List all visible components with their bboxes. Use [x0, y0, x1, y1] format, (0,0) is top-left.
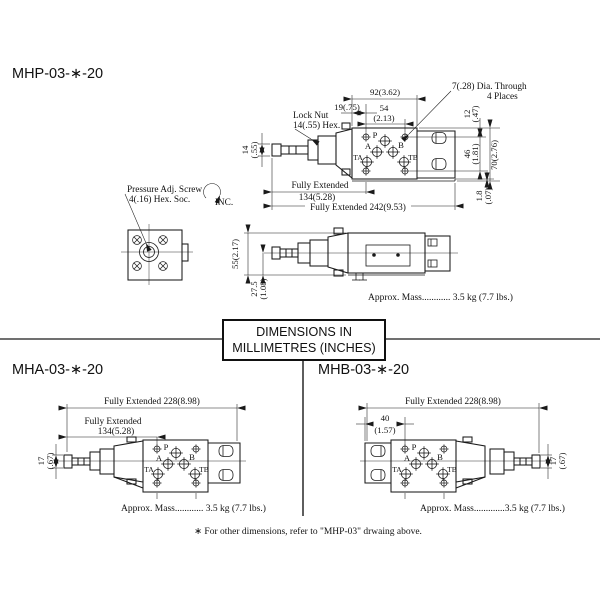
socket-bolt-icon — [158, 261, 168, 271]
socket-bolt-icon — [158, 235, 168, 245]
mhb-dimension-lines — [356, 403, 552, 499]
label-pressure-hex: 4(.16) Hex. Soc. — [129, 194, 190, 205]
label-inc: INC. — [215, 198, 233, 208]
dim-12-in: (.47) — [470, 106, 480, 123]
dim-46-in: (1.81) — [470, 143, 480, 164]
dim-46-mm: 46 — [462, 149, 472, 158]
dim-134: 134(5.28) — [98, 426, 134, 437]
increase-arrow-icon — [203, 183, 221, 204]
port-a-icon — [160, 456, 176, 472]
units-box-line2: MILLIMETRES (INCHES) — [232, 341, 376, 355]
dim-1-8-in: (.07) — [483, 188, 493, 205]
mha-valve-body — [63, 436, 241, 493]
port-label-b: B — [189, 452, 195, 462]
dim-14-mm: 14 — [240, 145, 250, 154]
port-label-p: P — [373, 130, 378, 140]
dim-fully-extended-242: Fully Extended 242(9.53) — [310, 202, 406, 213]
bracket-slot-icon — [370, 469, 386, 481]
mhp-side-view: 55(2.17) 27.5 (1.08) — [230, 224, 458, 300]
dim-17-mm: 17 — [548, 456, 558, 465]
socket-bolt-icon — [132, 235, 142, 245]
mhp-adjust-screw — [271, 122, 353, 180]
mha-mass-note: Approx. Mass............ 3.5 kg (7.7 lbs… — [121, 504, 266, 514]
mount-hole-icon — [399, 165, 411, 177]
port-label-b: B — [398, 140, 404, 150]
label-dia-through: 7(.28) Dia. Through — [452, 81, 527, 92]
dim-92: 92(3.62) — [370, 87, 400, 97]
dim-17-in: (.67) — [557, 453, 567, 470]
mount-hole-icon — [151, 477, 163, 489]
dim-70: 70(2.76) — [489, 140, 499, 170]
mha-view: P A B TA TB Fully Extended 228(8.98) Ful… — [36, 396, 246, 499]
dim-fully-extended-228: Fully Extended 228(8.98) — [104, 396, 200, 407]
port-p-icon — [416, 445, 432, 461]
dim-fully-extended: Fully Extended — [84, 417, 141, 427]
mhp-section-title: MHP-03-∗-20 — [12, 66, 104, 82]
adjust-screw-boss — [139, 242, 159, 262]
dim-27-5-in: (1.08) — [258, 278, 268, 299]
label-lock-nut-hex: 14(.55) Hex. — [293, 120, 340, 131]
mount-hole-icon — [190, 477, 202, 489]
dim-55: 55(2.17) — [230, 239, 240, 269]
port-label-p: P — [412, 442, 417, 452]
label-dia-places: 4 Places — [487, 92, 518, 102]
port-label-ta: TA — [144, 465, 154, 474]
mha-dimension-lines — [52, 404, 246, 499]
port-a-icon — [408, 456, 424, 472]
port-label-a: A — [156, 453, 163, 463]
dim-1-8-mm: 1.8 — [474, 190, 484, 202]
mount-hole-icon — [399, 477, 411, 489]
mhb-valve-body — [364, 436, 541, 493]
mhp-side-dimension-lines — [244, 224, 346, 284]
dim-19: 19(.75) — [334, 102, 360, 112]
dim-14-in: (.55) — [249, 142, 259, 159]
mhp-end-view: Pressure Adj. Screw 4(.16) Hex. Soc. INC… — [121, 183, 233, 285]
port-label-a: A — [365, 141, 372, 151]
port-a-icon — [369, 144, 385, 160]
mhb-view: P A B TA TB Fully Extended 228(8.98) 40 … — [356, 396, 567, 499]
dim-17-mm: 17 — [36, 456, 46, 465]
units-box: DIMENSIONS IN MILLIMETRES (INCHES) — [222, 319, 386, 361]
bracket-slot-icon — [370, 445, 386, 457]
dim-12-mm: 12 — [462, 110, 472, 119]
dim-134: 134(5.28) — [299, 192, 335, 203]
port-label-a: A — [404, 453, 411, 463]
port-p-icon — [168, 445, 184, 461]
port-label-tb: TB — [408, 153, 418, 162]
dim-40-mm: 40 — [381, 413, 390, 423]
bracket-slot-icon — [431, 158, 447, 170]
mhp-valve-body — [351, 127, 456, 182]
dim-54-mm: 54 — [380, 103, 389, 113]
socket-bolt-icon — [132, 261, 142, 271]
port-label-tb: TB — [199, 465, 209, 474]
mhp-main-view: P A B TA TB — [240, 81, 527, 213]
mhb-section-title: MHB-03-∗-20 — [318, 362, 410, 378]
label-lock-nut: Lock Nut — [293, 111, 329, 121]
port-label-p: P — [164, 442, 169, 452]
port-label-ta: TA — [392, 465, 402, 474]
mount-hole-icon — [360, 165, 372, 177]
dim-27-5-mm: 27.5 — [249, 281, 259, 297]
bracket-slot-icon — [218, 445, 234, 457]
port-label-b: B — [437, 452, 443, 462]
mhp-mass-note: Approx. Mass............ 3.5 kg (7.7 lbs… — [368, 293, 513, 303]
bracket-slot-icon — [218, 469, 234, 481]
dim-fully-extended-228: Fully Extended 228(8.98) — [405, 396, 501, 407]
dim-54-in: (2.13) — [373, 113, 394, 123]
port-label-ta: TA — [353, 153, 363, 162]
port-p-icon — [377, 133, 393, 149]
dim-17-in: (.67) — [45, 453, 55, 470]
bracket-slot-icon — [431, 132, 447, 144]
mount-hole-icon — [438, 477, 450, 489]
dim-40-in: (1.57) — [374, 425, 395, 435]
mha-section-title: MHA-03-∗-20 — [12, 362, 104, 378]
label-pressure-screw: Pressure Adj. Screw — [127, 185, 202, 195]
mhp-dimension-lines — [258, 90, 500, 210]
mhb-mass-note: Approx. Mass.............3.5 kg (7.7 lbs… — [420, 504, 565, 514]
footnote: ∗ For other dimensions, refer to "MHP-03… — [194, 527, 422, 537]
port-label-tb: TB — [447, 465, 457, 474]
dim-fully-extended: Fully Extended — [291, 181, 348, 191]
units-box-line1: DIMENSIONS IN — [256, 324, 352, 339]
